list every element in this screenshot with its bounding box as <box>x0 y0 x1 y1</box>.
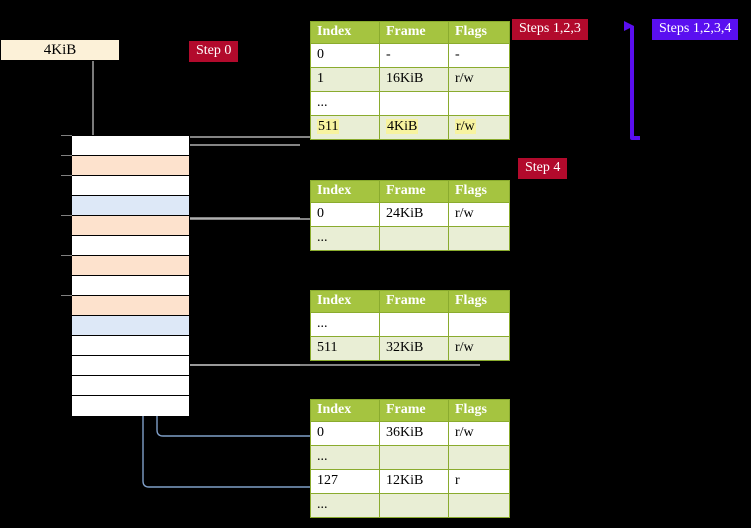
table-row: ... <box>310 493 510 518</box>
column-header-index: Index <box>310 21 380 44</box>
memory-frame-8 <box>72 296 189 316</box>
cell-index: 511 <box>310 115 380 140</box>
memory-tick-1 <box>61 155 72 156</box>
cell-index: 127 <box>310 469 380 494</box>
memory-frame-3 <box>72 196 189 216</box>
cell-frame: 24KiB <box>379 202 449 227</box>
column-header-index: Index <box>310 180 380 203</box>
cell-index: 0 <box>310 421 380 446</box>
badge-steps-123: Steps 1,2,3 <box>512 19 588 40</box>
memory-frame-0 <box>72 136 189 156</box>
cell-flags: r/w <box>448 202 510 227</box>
table-row: ... <box>310 445 510 470</box>
cell-flags: r/w <box>448 421 510 446</box>
column-header-flags: Flags <box>448 21 510 44</box>
cell-flags <box>448 91 510 116</box>
memory-tick-8 <box>61 295 72 296</box>
cell-flags: r/w <box>448 336 510 361</box>
cell-frame: 4KiB <box>379 115 449 140</box>
physical-frame-label: 4KiB <box>0 39 120 61</box>
column-header-flags: Flags <box>448 399 510 422</box>
memory-tick-6 <box>61 255 72 256</box>
column-header-frame: Frame <box>379 290 449 313</box>
table-row: ... <box>310 91 510 116</box>
cell-frame: 36KiB <box>379 421 449 446</box>
cell-index: ... <box>310 226 380 251</box>
memory-tick-4 <box>61 215 72 216</box>
table-row: ... <box>310 312 510 337</box>
cell-highlight: r/w <box>455 119 476 134</box>
cell-frame: - <box>379 43 449 68</box>
memory-frame-10 <box>72 336 189 356</box>
cell-index: ... <box>310 493 380 518</box>
column-header-frame: Frame <box>379 399 449 422</box>
column-header-frame: Frame <box>379 180 449 203</box>
cell-frame <box>379 226 449 251</box>
cell-flags: r/w <box>448 115 510 140</box>
cell-index: ... <box>310 312 380 337</box>
badge-step-4: Step 4 <box>518 158 568 179</box>
table-row: 511 4KiB r/w <box>310 115 510 140</box>
cell-flags: - <box>448 43 510 68</box>
cell-index: 511 <box>310 336 380 361</box>
cell-flags: r/w <box>448 67 510 92</box>
cell-flags <box>448 312 510 337</box>
cell-highlight: 511 <box>317 119 340 134</box>
physical-frame-size: 4KiB <box>43 42 77 58</box>
memory-frame-2 <box>72 176 189 196</box>
cell-index: 0 <box>310 202 380 227</box>
memory-frame-4 <box>72 216 189 236</box>
memory-frame-5 <box>72 236 189 256</box>
cell-flags: r <box>448 469 510 494</box>
table-row: 0-- <box>310 43 510 68</box>
cell-index: 0 <box>310 43 380 68</box>
cell-frame: 32KiB <box>379 336 449 361</box>
physical-memory-column <box>71 135 190 416</box>
memory-frame-7 <box>72 276 189 296</box>
column-header-index: Index <box>310 399 380 422</box>
memory-frame-9 <box>72 316 189 336</box>
column-header-index: Index <box>310 290 380 313</box>
column-header-flags: Flags <box>448 180 510 203</box>
memory-tick-0 <box>61 135 72 136</box>
cell-frame <box>379 91 449 116</box>
cell-frame: 12KiB <box>379 469 449 494</box>
memory-frame-13 <box>72 396 189 416</box>
column-header-flags: Flags <box>448 290 510 313</box>
cell-frame <box>379 312 449 337</box>
memory-frame-11 <box>72 356 189 376</box>
memory-tick-2 <box>61 175 72 176</box>
arrow-steps-loop <box>624 21 640 140</box>
memory-frame-12 <box>72 376 189 396</box>
cell-index: ... <box>310 91 380 116</box>
column-header-frame: Frame <box>379 21 449 44</box>
cell-frame <box>379 445 449 470</box>
cell-index: ... <box>310 445 380 470</box>
cell-index: 1 <box>310 67 380 92</box>
cell-flags <box>448 226 510 251</box>
badge-steps-1234: Steps 1,2,3,4 <box>652 19 739 40</box>
badge-step-0: Step 0 <box>189 41 239 62</box>
cell-highlight: 4KiB <box>386 119 419 134</box>
memory-frame-1 <box>72 156 189 176</box>
memory-frame-6 <box>72 256 189 276</box>
cell-frame: 16KiB <box>379 67 449 92</box>
cell-flags <box>448 445 510 470</box>
cell-flags <box>448 493 510 518</box>
cell-frame <box>379 493 449 518</box>
table-row: ... <box>310 226 510 251</box>
